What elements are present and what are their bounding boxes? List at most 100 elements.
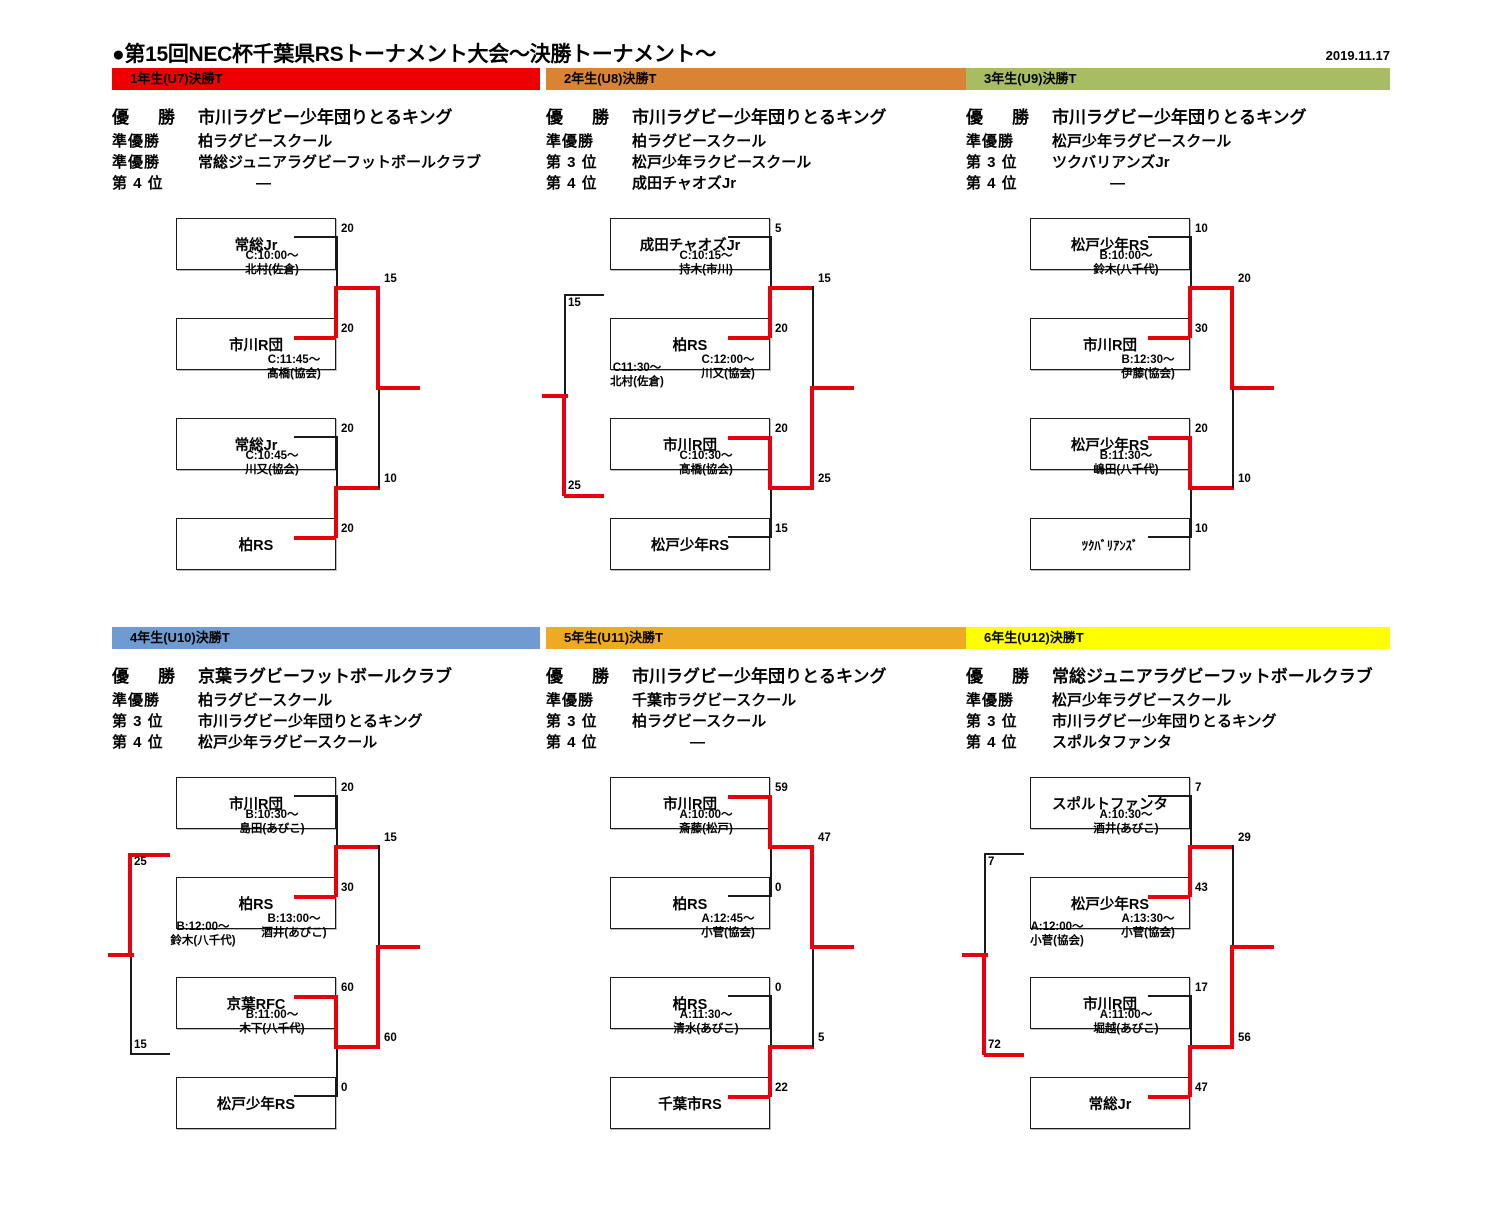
page-title: ●第15回NEC杯千葉県RSトーナメント大会～決勝トーナメント～ <box>112 43 716 66</box>
match-time: C:10:30～ <box>679 450 733 462</box>
final-stub <box>376 386 420 390</box>
team-box: ﾂｸﾊﾞﾘｱﾝｽﾞ <box>1030 518 1190 570</box>
score-round1: 17 <box>1195 982 1208 994</box>
team-box: 市川R団 <box>1030 318 1190 370</box>
score-round1: 30 <box>1195 323 1208 335</box>
r1-leg-top <box>294 995 336 999</box>
third-place-label: A:12:00～小菅(協会) <box>1002 921 1112 948</box>
score-round1: 30 <box>341 882 354 894</box>
r1-leg-bottom <box>728 336 770 340</box>
result-team-name: 松戸少年ラグビースクール <box>198 734 378 751</box>
score-round1: 0 <box>341 1082 348 1094</box>
result-rank-label: 第 4 位 <box>966 175 1018 192</box>
tp-leg-bottom <box>564 494 604 498</box>
result-rank-label: 準優勝 <box>966 692 1015 709</box>
r1-leg-bottom <box>1148 536 1190 538</box>
match-time: A:10:00～ <box>679 809 733 821</box>
match-label: B:10:30～島田(あびこ) <box>194 809 350 836</box>
r1-leg-bottom <box>1148 895 1190 899</box>
score-semifinal: 15 <box>384 273 397 285</box>
match-time: B:13:00～ <box>267 913 321 925</box>
score-semifinal: 15 <box>384 832 397 844</box>
match-referee: 斎藤(松戸) <box>679 822 733 835</box>
section-header-u8: 2年生(U8)決勝T <box>546 68 966 90</box>
result-row: 優 勝市川ラグビー少年団りとるキング <box>546 104 966 131</box>
result-rank-label: 第 4 位 <box>112 175 164 192</box>
r1-leg-bottom <box>728 1095 770 1099</box>
r1-leg-top <box>728 795 770 799</box>
sf-join-win <box>1230 945 1234 1047</box>
result-row: 第 3 位市川ラグビー少年団りとるキング <box>966 711 1390 732</box>
r1-leg-top <box>1148 995 1190 997</box>
match-referee: 髙橋(協会) <box>267 367 321 380</box>
result-rank-label: 第 3 位 <box>546 154 598 171</box>
match-time: A:10:30～ <box>1099 809 1153 821</box>
r1-leg-top <box>728 236 770 238</box>
r1-advance <box>1188 286 1234 290</box>
result-team-name: 市川ラグビー少年団りとるキング <box>198 108 453 127</box>
score-round1: 10 <box>1195 223 1208 235</box>
match-time: C:12:00～ <box>701 354 755 366</box>
r1-join-win <box>334 845 338 897</box>
result-team-name: 松戸少年ラグビースクール <box>1052 133 1232 150</box>
match-referee: 酒井(あびこ) <box>261 926 327 939</box>
score-third-top: 7 <box>988 856 995 868</box>
result-row: 第 4 位スポルタファンタ <box>966 732 1390 753</box>
match-referee: 北村(佐倉) <box>245 263 299 276</box>
final-match-label: C:12:00～川又(協会) <box>650 354 806 381</box>
result-rank-label: 第 3 位 <box>112 713 164 730</box>
result-rank-label: 第 3 位 <box>966 154 1018 171</box>
r1-leg-bottom <box>728 536 770 538</box>
match-time: C:11:45～ <box>267 354 321 366</box>
match-time: A:12:45～ <box>701 913 755 925</box>
team-box: 市川R団 <box>176 777 336 829</box>
r1-leg-top <box>294 795 336 797</box>
result-team-name: 常総ジュニアラグビーフットボールクラブ <box>198 154 482 171</box>
score-third-top: 25 <box>134 856 147 868</box>
result-row: 優 勝市川ラグビー少年団りとるキング <box>966 104 1390 131</box>
r1-join-win <box>1188 436 1192 488</box>
sf-join-win <box>376 286 380 388</box>
r1-leg-top <box>1148 795 1190 797</box>
result-row: 第 4 位— <box>966 173 1390 194</box>
tp-stub <box>108 953 134 957</box>
match-referee: 清水(あびこ) <box>673 1022 739 1035</box>
tp-leg-top <box>564 294 604 296</box>
match-label: B:11:30～嶋田(八千代) <box>1048 450 1204 477</box>
result-row: 準優勝柏ラグビースクール <box>112 131 540 152</box>
result-team-name: 京葉ラグビーフットボールクラブ <box>198 667 452 686</box>
score-third-bottom: 72 <box>988 1039 1001 1051</box>
result-rank-label: 第 3 位 <box>966 713 1018 730</box>
result-team-name: 松戸少年ラグビースクール <box>1052 692 1232 709</box>
tp-stub <box>542 394 568 398</box>
match-referee: 持木(市川) <box>679 263 733 276</box>
score-third-bottom: 15 <box>134 1039 147 1051</box>
tp-join-win <box>128 853 132 955</box>
score-round1: 0 <box>775 882 782 894</box>
result-row: 優 勝常総ジュニアラグビーフットボールクラブ <box>966 663 1390 690</box>
result-team-name: 千葉市ラグビースクール <box>632 692 797 709</box>
r1-leg-bottom <box>294 1095 336 1097</box>
results-u11: 優 勝市川ラグビー少年団りとるキング準優勝千葉市ラグビースクール第 3 位柏ラグ… <box>546 663 966 753</box>
r1-leg-top <box>728 436 770 440</box>
final-match-label: B:12:30～伊藤(協会) <box>1070 354 1226 381</box>
sf-join-win <box>376 945 380 1047</box>
result-team-name: 市川ラグビー少年団りとるキング <box>1052 108 1307 127</box>
score-round1: 20 <box>341 423 354 435</box>
result-team-name: 柏ラグビースクール <box>632 713 767 730</box>
match-referee: 北村(佐倉) <box>610 375 664 388</box>
score-third-bottom: 25 <box>568 480 581 492</box>
final-stub <box>810 386 854 390</box>
score-round1: 60 <box>341 982 354 994</box>
result-rank-label: 第 4 位 <box>546 734 598 751</box>
result-rank-label: 優 勝 <box>966 667 1035 686</box>
result-rank-label: 第 4 位 <box>112 734 164 751</box>
score-round1: 20 <box>341 523 354 535</box>
final-match-label: C:11:45～髙橋(協会) <box>216 354 372 381</box>
r1-leg-top <box>294 236 336 238</box>
match-time: C:10:15～ <box>679 250 733 262</box>
